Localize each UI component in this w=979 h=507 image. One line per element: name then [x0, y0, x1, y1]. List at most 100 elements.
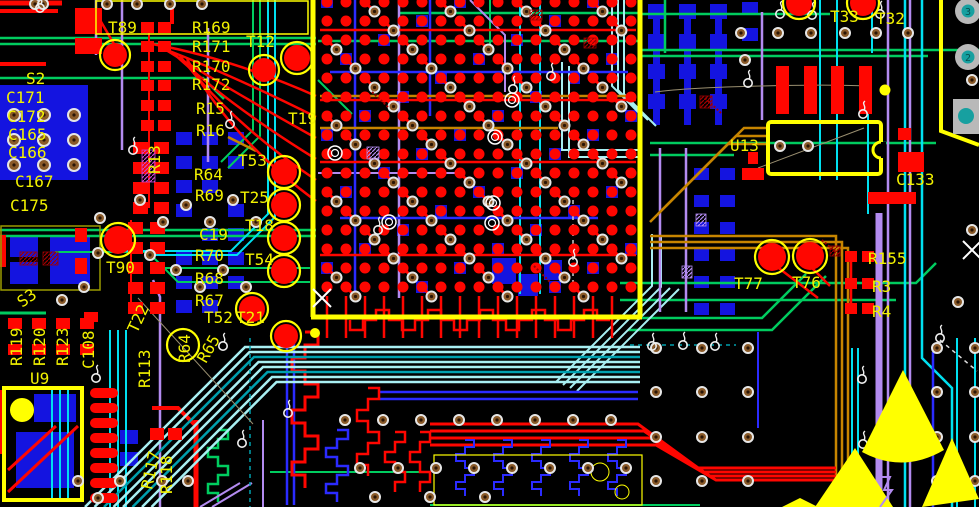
- bga-pad[interactable]: [530, 53, 542, 65]
- bga-pad[interactable]: [549, 205, 561, 217]
- bga-pad[interactable]: [606, 34, 618, 46]
- ref-designator[interactable]: R123: [53, 327, 72, 366]
- ref-designator[interactable]: R120: [30, 327, 49, 366]
- bga-pad[interactable]: [378, 34, 390, 46]
- bga-pad[interactable]: [454, 205, 466, 217]
- pad-top[interactable]: [75, 258, 87, 274]
- bga-pad[interactable]: [492, 148, 504, 160]
- bga-pad[interactable]: [587, 243, 599, 255]
- bga-pad[interactable]: [378, 148, 390, 160]
- bga-pad[interactable]: [378, 91, 390, 103]
- bga-pad[interactable]: [530, 72, 542, 84]
- ref-designator[interactable]: R170: [192, 57, 231, 76]
- bga-pad[interactable]: [454, 91, 466, 103]
- pad-bottom[interactable]: [684, 18, 691, 35]
- bga-pad[interactable]: [454, 281, 466, 293]
- bga-pad[interactable]: [473, 0, 485, 8]
- bga-pad[interactable]: [625, 110, 637, 122]
- bga-pad[interactable]: [549, 148, 561, 160]
- bga-pad[interactable]: [378, 281, 390, 293]
- pad-bottom[interactable]: [176, 300, 192, 313]
- pad-top[interactable]: [141, 120, 154, 131]
- pad-bottom[interactable]: [202, 132, 218, 145]
- bga-pad[interactable]: [549, 243, 561, 255]
- bga-pad[interactable]: [340, 148, 352, 160]
- bga-pad[interactable]: [359, 53, 371, 65]
- bga-pad[interactable]: [606, 224, 618, 236]
- pad-bottom[interactable]: [679, 34, 696, 49]
- ref-designator[interactable]: R16: [196, 121, 225, 140]
- pad-top[interactable]: [158, 80, 171, 91]
- pad-top[interactable]: [8, 344, 22, 355]
- bga-pad[interactable]: [340, 224, 352, 236]
- bga-pad[interactable]: [549, 129, 561, 141]
- pad-bottom[interactable]: [684, 108, 691, 125]
- bga-pad[interactable]: [454, 0, 466, 8]
- ref-designator[interactable]: T12: [246, 32, 275, 51]
- ref-designator[interactable]: T18: [245, 216, 274, 235]
- bga-pad[interactable]: [454, 53, 466, 65]
- ref-designator[interactable]: T52: [204, 308, 233, 327]
- pad-top[interactable]: [862, 278, 874, 289]
- bga-pad[interactable]: [359, 110, 371, 122]
- bga-pad[interactable]: [492, 0, 504, 8]
- bga-pad[interactable]: [473, 186, 485, 198]
- bga-pad[interactable]: [473, 129, 485, 141]
- bga-pad[interactable]: [549, 34, 561, 46]
- bga-pad[interactable]: [492, 72, 504, 84]
- bga-pad[interactable]: [397, 262, 409, 274]
- pad-top[interactable]: [845, 251, 857, 262]
- bga-pad[interactable]: [397, 281, 409, 293]
- pad-top[interactable]: [150, 428, 164, 440]
- ref-designator[interactable]: R169: [192, 18, 231, 37]
- bga-pad[interactable]: [321, 281, 333, 293]
- bga-pad[interactable]: [625, 281, 637, 293]
- pad-top[interactable]: [80, 318, 94, 329]
- bga-pad[interactable]: [606, 243, 618, 255]
- pad-bottom[interactable]: [710, 4, 727, 19]
- bga-pad[interactable]: [321, 186, 333, 198]
- ref-designator[interactable]: C175: [10, 196, 49, 215]
- pad-top[interactable]: [898, 152, 924, 172]
- bga-pad[interactable]: [549, 167, 561, 179]
- pad-bottom[interactable]: [228, 252, 244, 265]
- bga-pad[interactable]: [340, 243, 352, 255]
- pad-bottom[interactable]: [710, 94, 727, 109]
- bga-pad[interactable]: [416, 72, 428, 84]
- bga-component[interactable]: [321, 0, 637, 303]
- bga-pad[interactable]: [511, 91, 523, 103]
- pad-top[interactable]: [141, 80, 154, 91]
- pad-top[interactable]: [32, 344, 46, 355]
- bga-pad[interactable]: [340, 110, 352, 122]
- pad-top[interactable]: [141, 22, 154, 33]
- bga-pad[interactable]: [416, 167, 428, 179]
- bga-pad[interactable]: [321, 205, 333, 217]
- bga-pad[interactable]: [530, 129, 542, 141]
- ref-designator[interactable]: R113: [135, 349, 154, 388]
- bga-pad[interactable]: [511, 110, 523, 122]
- bga-pad[interactable]: [473, 72, 485, 84]
- bga-pad[interactable]: [511, 243, 523, 255]
- bga-pad[interactable]: [340, 205, 352, 217]
- connector-pin[interactable]: [953, 99, 979, 134]
- pad-oval[interactable]: [90, 388, 118, 398]
- bga-pad[interactable]: [473, 110, 485, 122]
- bga-pad[interactable]: [397, 186, 409, 198]
- bga-pad[interactable]: [435, 167, 447, 179]
- bga-pad[interactable]: [321, 262, 333, 274]
- ref-designator[interactable]: R64: [175, 334, 194, 363]
- bga-pad[interactable]: [340, 91, 352, 103]
- bga-pad[interactable]: [625, 224, 637, 236]
- pad-bottom[interactable]: [202, 180, 218, 193]
- bga-pad[interactable]: [435, 110, 447, 122]
- bga-pad[interactable]: [321, 0, 333, 8]
- bga-pad[interactable]: [435, 72, 447, 84]
- bga-pad[interactable]: [454, 243, 466, 255]
- bga-pad[interactable]: [530, 281, 542, 293]
- ref-designator[interactable]: C108: [79, 330, 98, 369]
- bga-pad[interactable]: [435, 53, 447, 65]
- pad-bottom[interactable]: [694, 168, 709, 180]
- bga-pad[interactable]: [321, 53, 333, 65]
- bga-pad[interactable]: [454, 15, 466, 27]
